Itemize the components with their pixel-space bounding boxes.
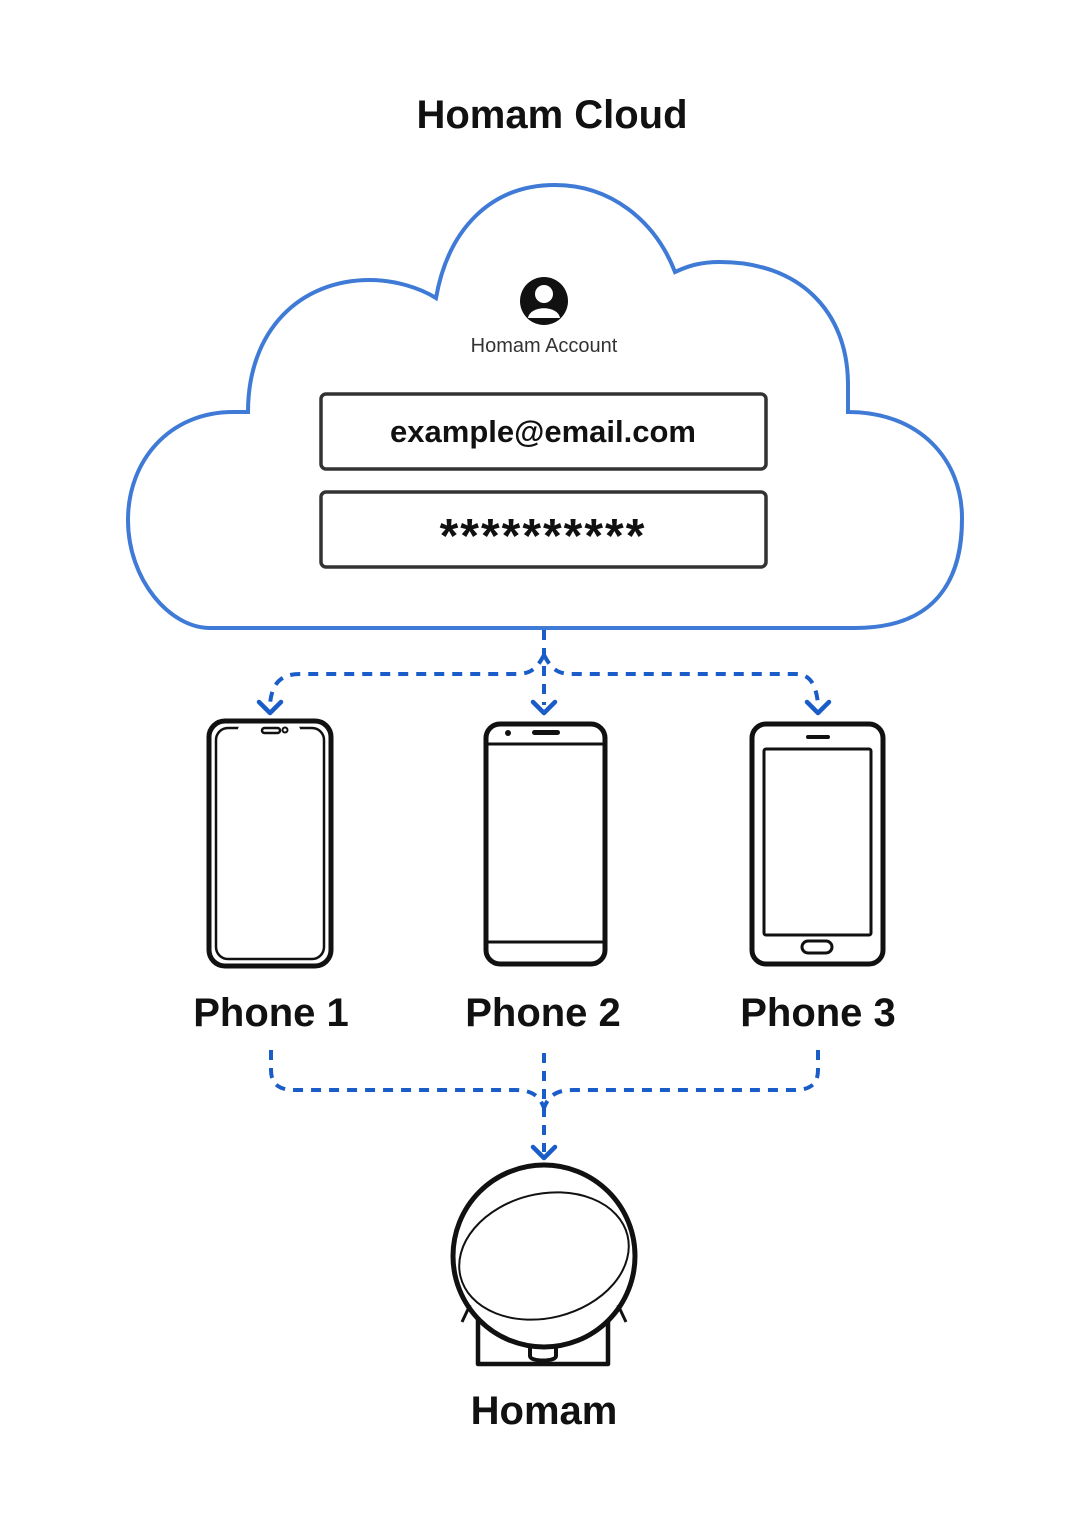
password-value: ********** (440, 510, 647, 563)
email-field[interactable]: example@email.com (319, 392, 768, 471)
phone-notch-icon (206, 718, 334, 969)
homam-device-icon (450, 1162, 638, 1367)
email-value: example@email.com (390, 414, 696, 449)
password-field[interactable]: ********** (319, 490, 768, 569)
diagram-title: Homam Cloud (416, 93, 687, 137)
user-icon (520, 277, 568, 325)
phone-home-button-icon (749, 721, 886, 967)
phone-android-icon (483, 721, 608, 967)
phone-2-label: Phone 2 (465, 991, 621, 1035)
phones-to-device-connector (269, 1050, 820, 1161)
phone-1-label: Phone 1 (193, 991, 349, 1035)
arrow-to-phone-3 (804, 699, 832, 716)
arrow-to-device (530, 1144, 558, 1161)
device-label: Homam (471, 1389, 618, 1433)
phone-3-label: Phone 3 (740, 991, 896, 1035)
arrow-to-phone-1 (256, 699, 284, 716)
arrow-to-phone-2 (530, 699, 558, 716)
account-label: Homam Account (471, 335, 618, 357)
cloud-to-phones-connector (256, 630, 832, 716)
